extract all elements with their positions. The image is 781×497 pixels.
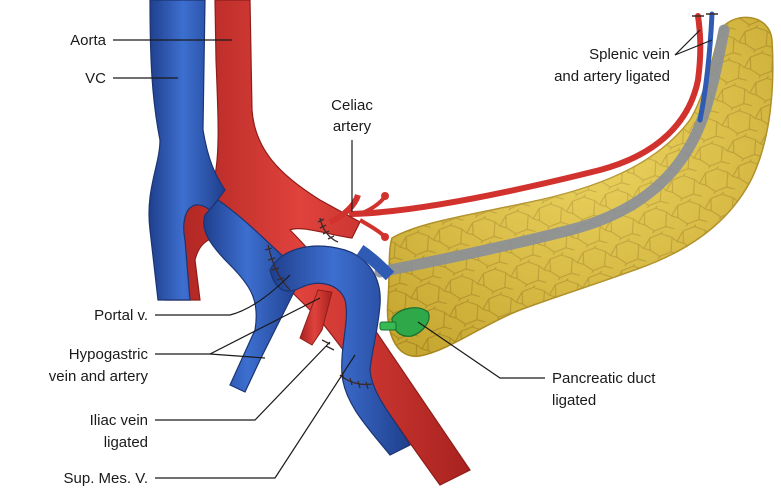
svg-text:artery: artery	[333, 118, 372, 135]
label-vc: VC	[85, 70, 106, 87]
label-sup-mes-vein: Sup. Mes. V.	[64, 470, 149, 487]
label-pancreatic-duct: Pancreatic duct ligated	[552, 370, 656, 409]
svg-text:VC: VC	[85, 70, 106, 87]
svg-text:Pancreatic duct: Pancreatic duct	[552, 370, 656, 387]
svg-text:Sup. Mes. V.: Sup. Mes. V.	[64, 470, 149, 487]
svg-text:Splenic vein: Splenic vein	[589, 46, 670, 63]
svg-text:Hypogastric: Hypogastric	[69, 346, 149, 363]
label-portal-vein: Portal v.	[94, 307, 148, 324]
svg-text:Celiac: Celiac	[331, 97, 373, 114]
svg-text:Portal v.: Portal v.	[94, 307, 148, 324]
label-aorta: Aorta	[70, 32, 107, 49]
svg-text:vein and artery: vein and artery	[49, 368, 149, 385]
label-celiac-artery: Celiac artery	[331, 97, 373, 135]
label-splenic-vessels: Splenic vein and artery ligated	[554, 46, 670, 85]
svg-text:ligated: ligated	[552, 392, 596, 409]
svg-text:Iliac vein: Iliac vein	[90, 412, 148, 429]
svg-text:ligated: ligated	[104, 434, 148, 451]
svg-text:and artery ligated: and artery ligated	[554, 68, 670, 85]
label-hypogastric: Hypogastric vein and artery	[49, 346, 149, 385]
label-iliac-vein: Iliac vein ligated	[90, 412, 148, 451]
svg-text:Aorta: Aorta	[70, 32, 107, 49]
